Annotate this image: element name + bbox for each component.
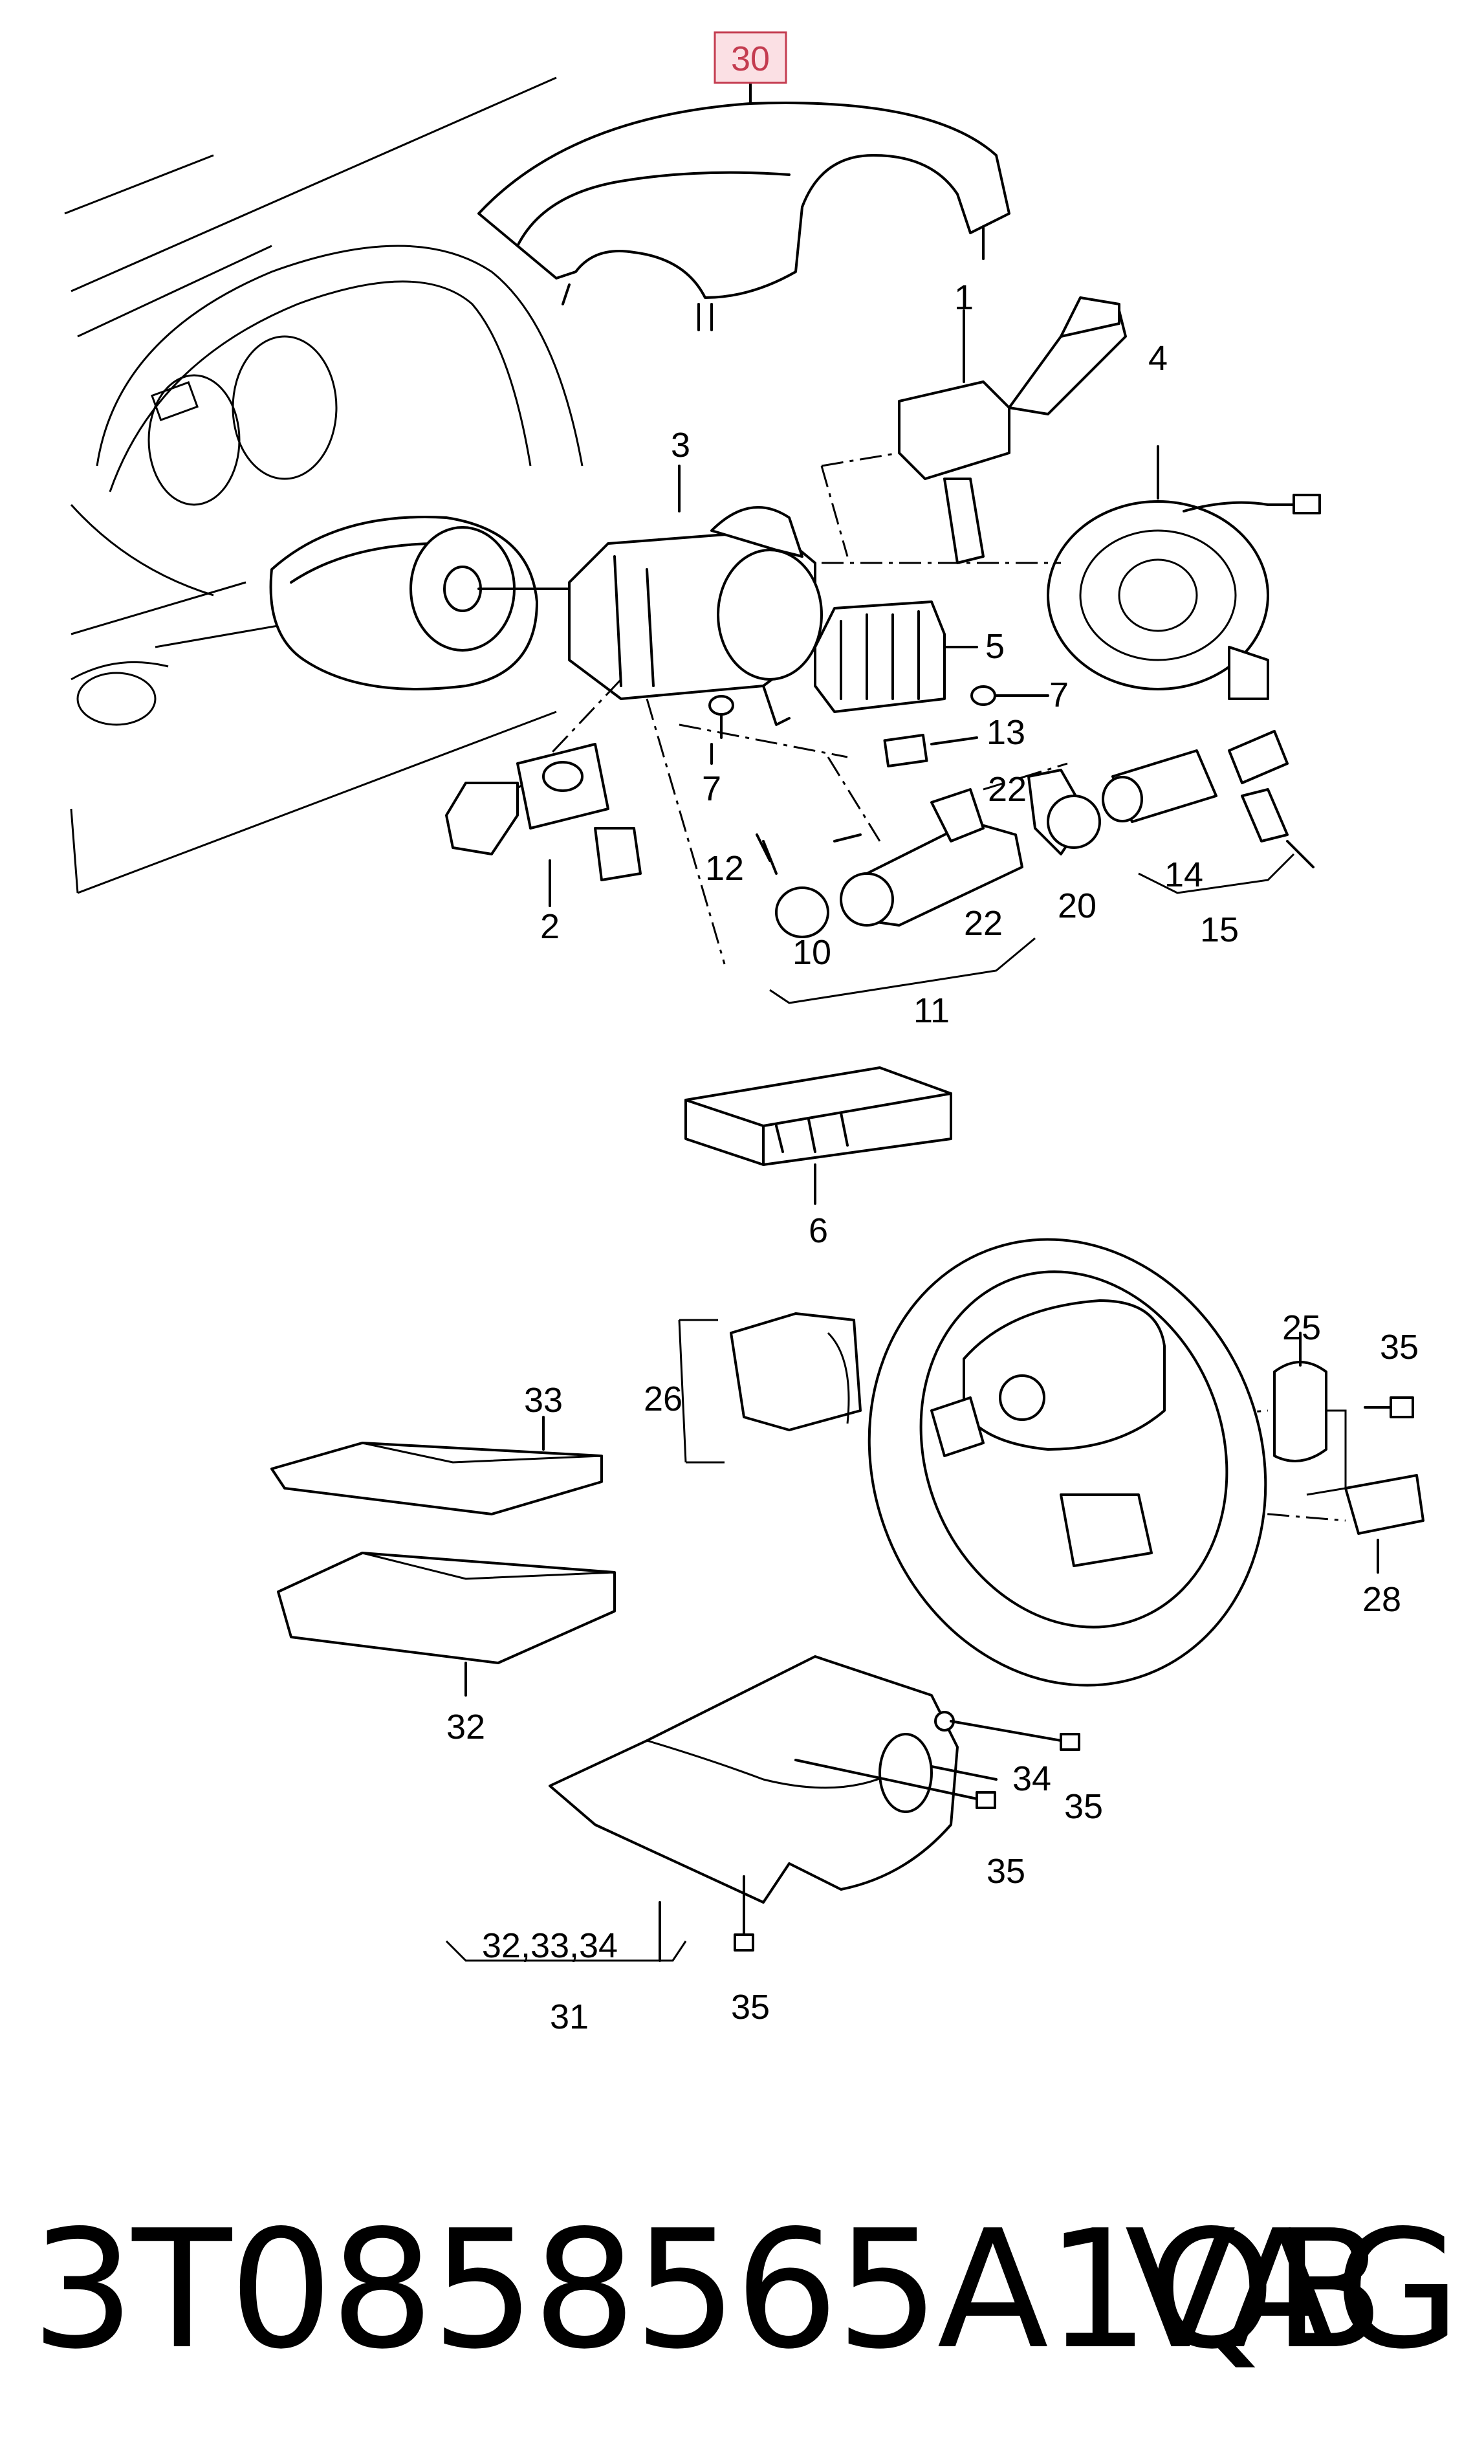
callout-22b: 22 — [964, 904, 1003, 943]
callout-12: 12 — [705, 849, 744, 888]
trim-panel-26 — [678, 1312, 862, 1464]
steering-wheel-airbag — [269, 516, 584, 690]
callout-20: 20 — [1058, 886, 1097, 925]
callout-4: 4 — [1148, 339, 1168, 378]
callout-33: 33 — [524, 1381, 563, 1420]
screw-35-a — [1364, 1396, 1414, 1418]
dashboard-outline — [64, 76, 584, 894]
ignition-lock-assembly — [756, 730, 1315, 938]
footer: 3T0858565A1QB VAG — [0, 2194, 1484, 2388]
callout-3: 3 — [671, 426, 690, 465]
callout-11: 11 — [913, 991, 950, 1030]
callout-32-33-34: 32,33,34 — [482, 1926, 618, 1965]
exploded-parts-diagram: 30 1 2 3 4 5 6 7 7 10 11 12 13 14 15 20 … — [64, 31, 1424, 2036]
callout-13: 13 — [987, 713, 1025, 752]
callout-28: 28 — [1362, 1580, 1401, 1619]
switch-28 — [1344, 1474, 1424, 1574]
callout-7b: 7 — [702, 769, 721, 808]
callout-22a: 22 — [988, 770, 1027, 809]
multifunction-button-25 — [1273, 1332, 1347, 1496]
callout-2: 2 — [540, 907, 560, 946]
highlighted-callout-label: 30 — [731, 39, 770, 78]
callout-15: 15 — [1200, 910, 1239, 949]
clock-spring — [1047, 445, 1321, 700]
bolt-7b — [970, 685, 1049, 706]
steering-column-module — [568, 465, 823, 726]
wiper-stalk-switch — [898, 296, 1127, 564]
callout-6: 6 — [809, 1211, 828, 1250]
lower-cover-33 — [270, 1416, 603, 1515]
callout-34: 34 — [1012, 1759, 1051, 1798]
lower-column-trim-31 — [549, 1655, 1080, 1962]
callout-7a: 7 — [1049, 676, 1069, 714]
bolt-7a — [708, 695, 734, 765]
callout-32: 32 — [446, 1708, 485, 1746]
highlighted-callout[interactable]: 30 — [714, 31, 787, 84]
bracket-lines — [445, 853, 1295, 1962]
small-connector — [883, 734, 978, 767]
callout-10: 10 — [792, 933, 831, 972]
brand-name: VAG — [1124, 2195, 1461, 2385]
callout-26: 26 — [644, 1380, 682, 1418]
callout-14: 14 — [1164, 855, 1203, 894]
upper-column-trim — [477, 80, 1010, 331]
turn-signal-stalk — [445, 743, 642, 907]
part-number: 3T0858565A1QB — [31, 2195, 1385, 2385]
electronics-control-unit — [684, 1066, 952, 1205]
callout-35c: 35 — [987, 1852, 1025, 1891]
relay-block — [814, 600, 978, 713]
callout-35a: 35 — [1380, 1328, 1419, 1367]
lower-cover-32 — [277, 1552, 616, 1697]
callout-31: 31 — [550, 1997, 589, 2036]
callout-35b: 35 — [1064, 1787, 1103, 1826]
callout-1: 1 — [954, 278, 974, 317]
steering-wheel — [867, 1238, 1267, 1687]
callout-5: 5 — [985, 627, 1005, 666]
callout-25: 25 — [1282, 1308, 1321, 1347]
callout-35d: 35 — [731, 1988, 770, 2027]
